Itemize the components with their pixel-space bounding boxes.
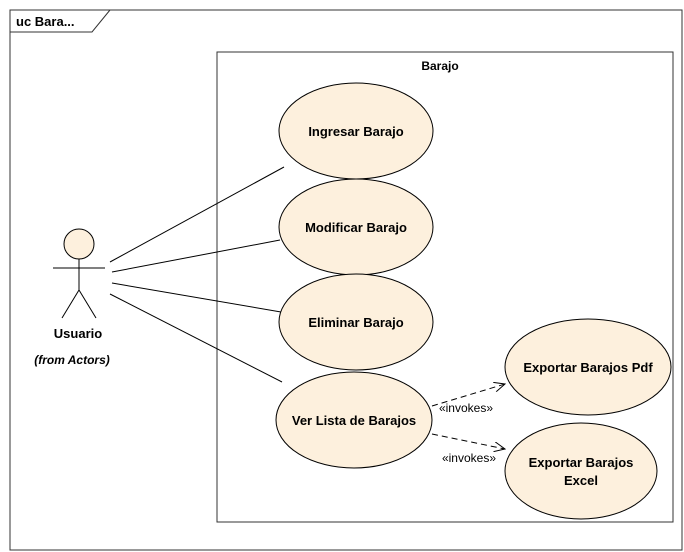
use-case-ellipse [504,422,658,520]
actor-usuario[interactable]: Usuario (from Actors) [34,228,110,367]
actor-name: Usuario [54,326,102,341]
use-case-label: Ver Lista de Barajos [292,413,416,428]
outer-frame [9,9,683,551]
use-case-modificar-barajo[interactable]: Modificar Barajo [278,178,434,276]
use-case-exportar-barajos-excel[interactable]: Exportar Barajos Excel [504,422,658,520]
use-case-label: Ingresar Barajo [308,124,403,139]
use-case-label: Modificar Barajo [305,220,407,235]
association-ver-lista [109,293,283,383]
use-case-exportar-barajos-pdf[interactable]: Exportar Barajos Pdf [504,318,672,416]
use-case-label: Eliminar Barajo [308,315,403,330]
system-boundary [216,51,674,523]
use-case-ellipse [275,371,433,469]
system-title: Barajo [421,59,458,73]
stereotype-invokes-excel: «invokes» [442,451,496,465]
use-case-label: Exportar Barajos Pdf [523,360,653,375]
dependency-invokes-pdf [431,384,505,407]
use-case-ver-lista-de-barajos[interactable]: Ver Lista de Barajos [275,371,433,469]
actor-left-leg [61,289,80,319]
association-ingresar [109,166,285,263]
use-case-ingresar-barajo[interactable]: Ingresar Barajo [278,82,434,180]
dependency-invokes-excel [431,433,505,449]
stereotype-invokes-pdf: «invokes» [439,401,493,415]
actor-head [63,228,95,260]
actor-note: (from Actors) [34,353,110,367]
use-case-ellipse [504,318,672,416]
use-case-label-line2: Excel [564,473,598,488]
use-case-ellipse [278,273,434,371]
frame-tab [10,9,111,33]
use-case-eliminar-barajo[interactable]: Eliminar Barajo [278,273,434,371]
association-modificar [111,239,281,273]
frame-tab-label: uc Bara... [16,14,75,29]
use-case-label-line1: Exportar Barajos [529,455,634,470]
association-eliminar [111,282,282,313]
actor-right-leg [78,289,97,319]
